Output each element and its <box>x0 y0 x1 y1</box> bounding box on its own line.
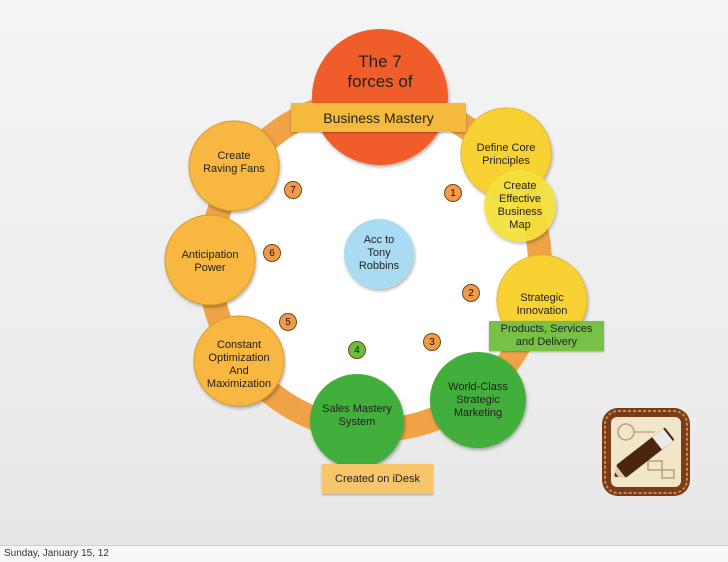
title-line-2: forces of <box>347 72 413 91</box>
business-mastery-banner <box>291 103 466 132</box>
label-world-class-marketing: World-Class Strategic Marketing <box>448 381 508 419</box>
footer-date: Sunday, January 15, 12 <box>4 548 109 559</box>
label-effective-business-map: Create Effective Business Map <box>497 180 543 231</box>
title-banner-text: Business Mastery <box>323 110 434 126</box>
circle-create-raving-fans <box>188 120 280 212</box>
badge-4: 4 <box>348 341 366 359</box>
label-define-core-principles: Define Core Principles <box>476 142 536 167</box>
title-line-1: The 7 <box>358 52 402 71</box>
center-circle <box>344 219 414 289</box>
created-on-label: Created on iDesk <box>335 473 420 485</box>
business-mastery-diagram: The 7 forces of Business Mastery Define … <box>164 29 692 498</box>
center-label: Acc to Tony Robbins <box>358 234 400 272</box>
products-services-box <box>489 321 604 351</box>
circle-world-class-marketing <box>430 352 526 448</box>
circle-sales-mastery <box>310 374 404 468</box>
circle-effective-business-map <box>484 170 556 242</box>
idesk-app-icon[interactable] <box>600 406 692 498</box>
badge-7: 7 <box>284 181 302 199</box>
label-strategic-innovation: Strategic Innovation <box>516 292 568 317</box>
badge-3: 3 <box>423 333 441 351</box>
created-on-box <box>322 464 433 494</box>
label-constant-optimization: Constant Optimization And Maximization <box>206 339 272 390</box>
label-sales-mastery: Sales Mastery System <box>322 403 392 428</box>
label-create-raving-fans: Create Raving Fans <box>203 150 265 175</box>
footer-bar: Sunday, January 15, 12 <box>0 545 728 562</box>
badge-6: 6 <box>263 244 281 262</box>
circle-anticipation-power <box>164 214 256 306</box>
badge-1: 1 <box>444 184 462 202</box>
title-circle <box>312 29 448 165</box>
badge-5: 5 <box>279 313 297 331</box>
products-services-label: Products, Services and Delivery <box>500 323 593 348</box>
label-anticipation-power: Anticipation Power <box>181 249 239 274</box>
badge-2: 2 <box>462 284 480 302</box>
circle-constant-optimization <box>193 315 285 407</box>
diagram-graphics <box>164 29 588 468</box>
